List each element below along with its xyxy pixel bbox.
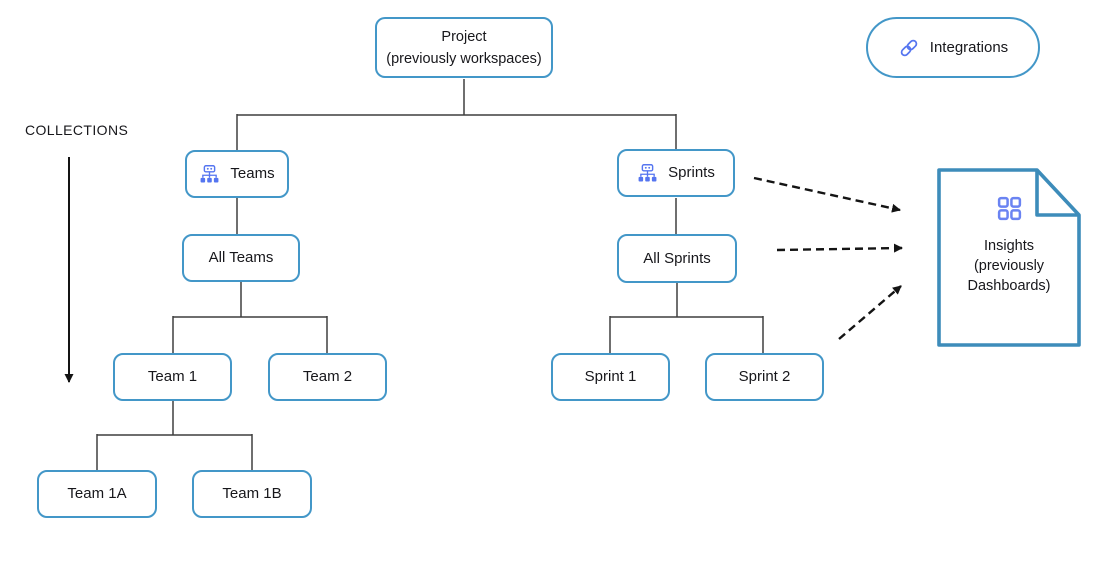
node-sprints: Sprints xyxy=(617,149,735,197)
link-icon xyxy=(898,37,920,59)
node-all-sprints: All Sprints xyxy=(617,234,737,283)
node-insights-sublabel-1: (previously xyxy=(973,258,1045,274)
node-team2: Team 2 xyxy=(268,353,387,401)
node-all-teams: All Teams xyxy=(182,234,300,282)
node-insights-sublabel-2: Dashboards) xyxy=(967,278,1051,294)
node-integrations: Integrations xyxy=(866,17,1040,78)
node-team2-label: Team 2 xyxy=(302,368,353,385)
node-insights-label: Insights xyxy=(984,238,1034,254)
node-all-teams-label: All Teams xyxy=(208,249,274,266)
node-project-sublabel: (previously workspaces) xyxy=(386,50,542,67)
collections-label: COLLECTIONS xyxy=(25,122,129,138)
node-sprint1: Sprint 1 xyxy=(551,353,670,401)
org-chart-icon xyxy=(199,164,220,184)
node-integrations-label: Integrations xyxy=(929,38,1009,56)
node-project-label: Project xyxy=(441,28,487,45)
grid-icon xyxy=(997,196,1022,226)
node-project: Project (previously workspaces) xyxy=(375,17,553,78)
node-insights-document: Insights (previously Dashboards) xyxy=(937,168,1081,347)
node-team1-label: Team 1 xyxy=(147,368,198,385)
node-team1b: Team 1B xyxy=(192,470,312,518)
node-sprint1-label: Sprint 1 xyxy=(584,368,637,385)
node-teams: Teams xyxy=(185,150,289,198)
node-team1b-label: Team 1B xyxy=(222,485,282,502)
node-teams-label: Teams xyxy=(230,165,275,182)
node-sprint2-label: Sprint 2 xyxy=(738,368,791,385)
node-sprints-label: Sprints xyxy=(668,164,715,181)
document-shape xyxy=(937,168,1081,347)
node-all-sprints-label: All Sprints xyxy=(643,249,711,267)
org-chart-icon xyxy=(637,163,658,183)
node-team1a: Team 1A xyxy=(37,470,157,518)
node-team1a-label: Team 1A xyxy=(67,485,127,502)
node-team1: Team 1 xyxy=(113,353,232,401)
node-sprint2: Sprint 2 xyxy=(705,353,824,401)
